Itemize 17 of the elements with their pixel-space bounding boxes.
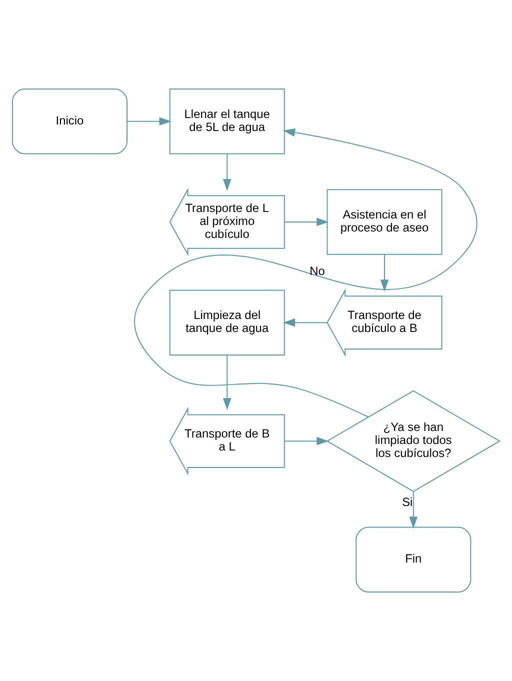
node-diamond: ¿Ya se han limpiado todos los cubículos? — [326, 390, 501, 492]
arrow — [380, 254, 389, 292]
arrow — [284, 436, 329, 446]
edge-label: Si — [402, 495, 413, 510]
node-box: Fin — [356, 526, 472, 593]
arrow — [283, 318, 328, 327]
node-box: Asistencia en el proceso de aseo — [326, 189, 442, 255]
node-box: Llenar el tanque de 5L de agua — [169, 88, 285, 154]
arrow — [222, 153, 232, 191]
edge-label: No — [310, 264, 325, 278]
node-box: Limpieza del tanque de agua — [169, 290, 285, 356]
arrow — [222, 354, 232, 410]
arrow — [126, 117, 172, 126]
arrow — [134, 128, 478, 418]
node-box: Inicio — [12, 88, 128, 154]
arrow — [409, 491, 418, 529]
arrow — [284, 218, 329, 226]
